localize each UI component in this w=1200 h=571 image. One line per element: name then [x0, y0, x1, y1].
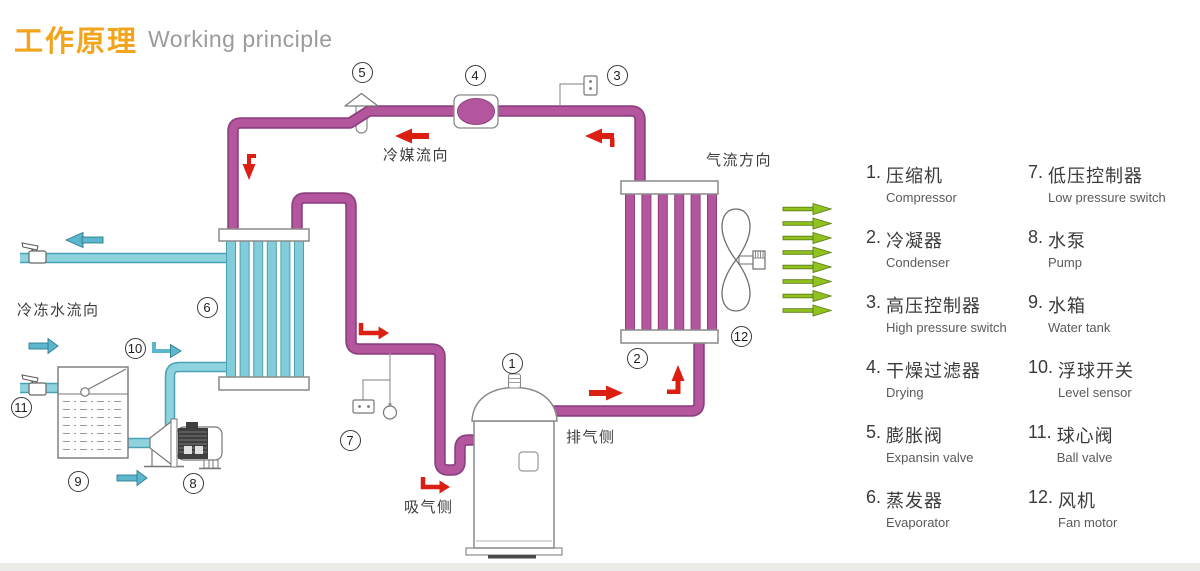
- low-pressure-switch: [352, 353, 398, 420]
- compressor: [465, 373, 563, 559]
- arrow-right-pump-flow: [116, 469, 148, 487]
- fan-motor-box: [752, 250, 766, 270]
- ball-valve-11: [21, 374, 47, 396]
- legend-item-12: 12. 风机 Fan motor: [1028, 487, 1118, 530]
- arrow-down-into-evaporator: [242, 154, 256, 180]
- component-8-badge: 8: [182, 472, 204, 494]
- ball-valve-outlet: [21, 242, 47, 264]
- fan: [721, 208, 766, 312]
- refrigerant-flow-arrows: [242, 128, 685, 494]
- legend-item-10: 10. 浮球开关 Level sensor: [1028, 357, 1135, 400]
- condenser: [620, 180, 719, 344]
- legend-item-3: 3. 高压控制器 High pressure switch: [866, 292, 1007, 335]
- component-6-badge: 6: [196, 296, 218, 318]
- label-discharge-side: 排气侧: [566, 429, 616, 446]
- component-9-badge: 9: [67, 470, 89, 492]
- expansion-valve: [344, 92, 379, 107]
- arrow-left-chilled-water-out: [64, 231, 104, 249]
- drying-filter: [453, 94, 499, 129]
- condenser-top-header: [620, 180, 719, 195]
- legend-item-1: 1. 压缩机 Compressor: [866, 162, 957, 205]
- arrow-up-into-condenser: [667, 365, 685, 394]
- evaporator-tubes: [226, 234, 304, 384]
- water-tank: [57, 366, 129, 459]
- arrow-right-water: [28, 337, 59, 355]
- float-switch: [80, 368, 127, 397]
- page-title-zh: 工作原理: [14, 26, 139, 58]
- page-title-en: Working principle: [148, 26, 333, 52]
- evaporator-bottom-header: [218, 376, 310, 391]
- arrow-right-suction-side: [420, 477, 450, 494]
- legend-item-11: 11. 球心阀 Ball valve: [1028, 422, 1114, 465]
- legend-item-5: 5. 膨胀阀 Expansin valve: [866, 422, 974, 465]
- compressor-nameplate: [518, 451, 539, 472]
- evaporator: [218, 228, 310, 391]
- condenser-tubes: [625, 187, 717, 337]
- legend-item-9: 9. 水箱 Water tank: [1028, 292, 1111, 335]
- component-11-badge: 11: [10, 396, 32, 418]
- refrigerant-pipes: [227, 105, 705, 476]
- label-chilled-water-flow: 冷冻水流向: [17, 302, 100, 319]
- component-2-badge: 2: [626, 347, 648, 369]
- legend-item-6: 6. 蒸发器 Evaporator: [866, 487, 950, 530]
- pump: [144, 418, 223, 470]
- legend-column-2: 7. 低压控制器 Low pressure switch 8. 水泵 Pump …: [1028, 162, 1166, 530]
- label-suction-side: 吸气侧: [404, 499, 454, 516]
- component-3-badge: 3: [606, 64, 628, 86]
- water-flow-arrows: [28, 231, 182, 487]
- pressure-gauge: [382, 403, 398, 420]
- arrow-right-discharge: [589, 385, 623, 401]
- component-10-badge: 10: [124, 337, 146, 359]
- condenser-bottom-header: [620, 329, 719, 344]
- arrow-left-elbow-liquid-line: [585, 128, 615, 147]
- legend-item-2: 2. 冷凝器 Condenser: [866, 227, 950, 270]
- arrow-right-elbow-water-into-evaporator: [152, 342, 182, 359]
- label-refrigerant-flow: 冷媒流向: [383, 147, 450, 164]
- arrow-left-liquid-line: [395, 128, 429, 144]
- legend-item-8: 8. 水泵 Pump: [1028, 227, 1087, 270]
- label-air-flow: 气流方向: [706, 152, 773, 169]
- evaporator-top-header: [218, 228, 310, 242]
- arrow-right-suction-line: [358, 323, 389, 340]
- legend-item-4: 4. 干燥过滤器 Drying: [866, 357, 982, 400]
- component-7-badge: 7: [339, 429, 361, 451]
- legend-item-7: 7. 低压控制器 Low pressure switch: [1028, 162, 1166, 205]
- air-flow-arrows: [782, 202, 833, 317]
- component-5-badge: 5: [351, 61, 373, 83]
- component-12-badge: 12: [730, 325, 752, 347]
- legend-column-1: 1. 压缩机 Compressor 2. 冷凝器 Condenser 3. 高压…: [866, 162, 1007, 530]
- component-4-badge: 4: [464, 64, 486, 86]
- high-pressure-switch: [559, 75, 598, 106]
- component-1-badge: 1: [501, 352, 523, 374]
- bottom-edge-line: [0, 563, 1200, 571]
